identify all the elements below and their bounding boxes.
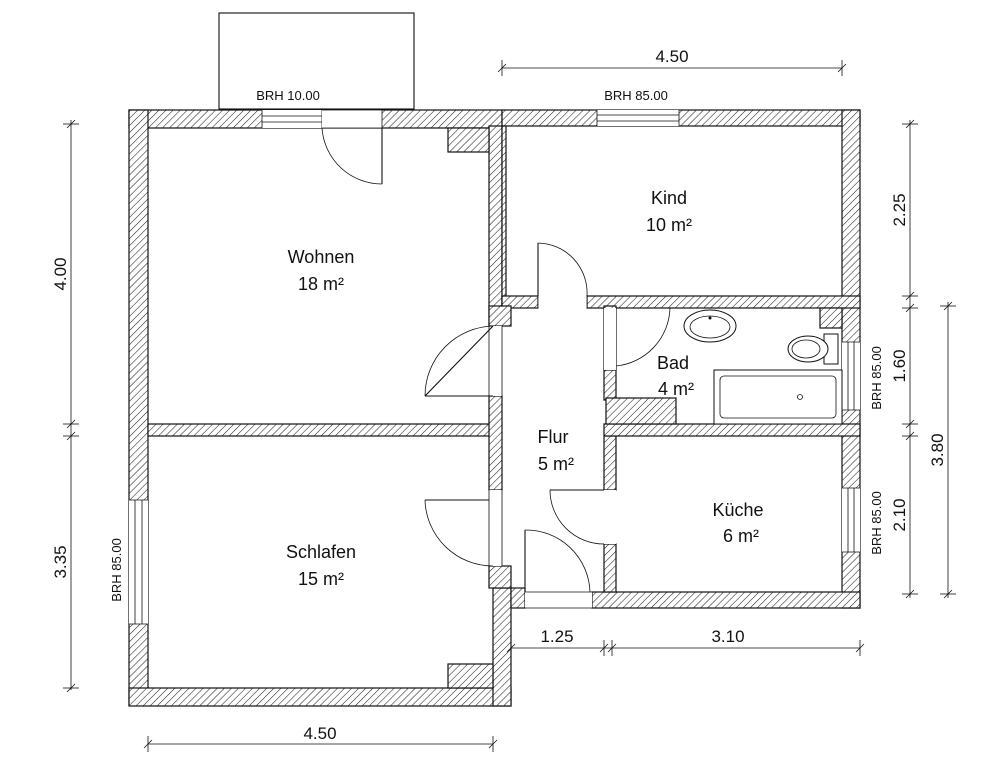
room-area-kueche: 6 m² (723, 526, 759, 546)
room-name-wohnen: Wohnen (288, 247, 355, 267)
dimension-lines (63, 60, 956, 752)
dim-right-lower: 2.10 (890, 498, 909, 531)
balcony (218, 12, 415, 110)
room-name-kueche: Küche (712, 500, 763, 520)
room-name-kind: Kind (651, 188, 687, 208)
toilet-icon (787, 333, 839, 365)
brh-label-schlafen: BRH 85.00 (109, 538, 124, 602)
brh-label-bad: BRH 85.00 (869, 346, 884, 410)
brh-label-kind: BRH 85.00 (604, 88, 668, 103)
dim-left-upper: 4.00 (51, 257, 70, 290)
dim-right-middle: 1.60 (890, 349, 909, 382)
dim-bottom-kueche: 3.10 (711, 627, 744, 646)
dim-bottom: 4.50 (303, 724, 336, 743)
brh-label-kueche: BRH 85.00 (869, 491, 884, 555)
dim-bottom-flur: 1.25 (540, 627, 573, 646)
room-area-flur: 5 m² (538, 454, 574, 474)
room-name-bad: Bad (657, 353, 689, 373)
brh-label-balcony: BRH 10.00 (256, 88, 320, 103)
room-area-bad: 4 m² (658, 379, 694, 399)
windows (129, 109, 860, 625)
doors (321, 127, 671, 609)
dim-left-lower: 3.35 (51, 545, 70, 578)
bathroom-fixtures (683, 309, 843, 425)
room-name-flur: Flur (538, 427, 569, 447)
dim-right-total: 3.80 (928, 433, 947, 466)
room-area-wohnen: 18 m² (298, 274, 344, 294)
room-name-schlafen: Schlafen (286, 542, 356, 562)
dim-top: 4.50 (655, 47, 688, 66)
bathtub-icon (713, 369, 843, 425)
room-area-schlafen: 15 m² (298, 569, 344, 589)
dim-right-upper: 2.25 (890, 193, 909, 226)
room-area-kind: 10 m² (646, 215, 692, 235)
sink-icon (683, 309, 737, 343)
